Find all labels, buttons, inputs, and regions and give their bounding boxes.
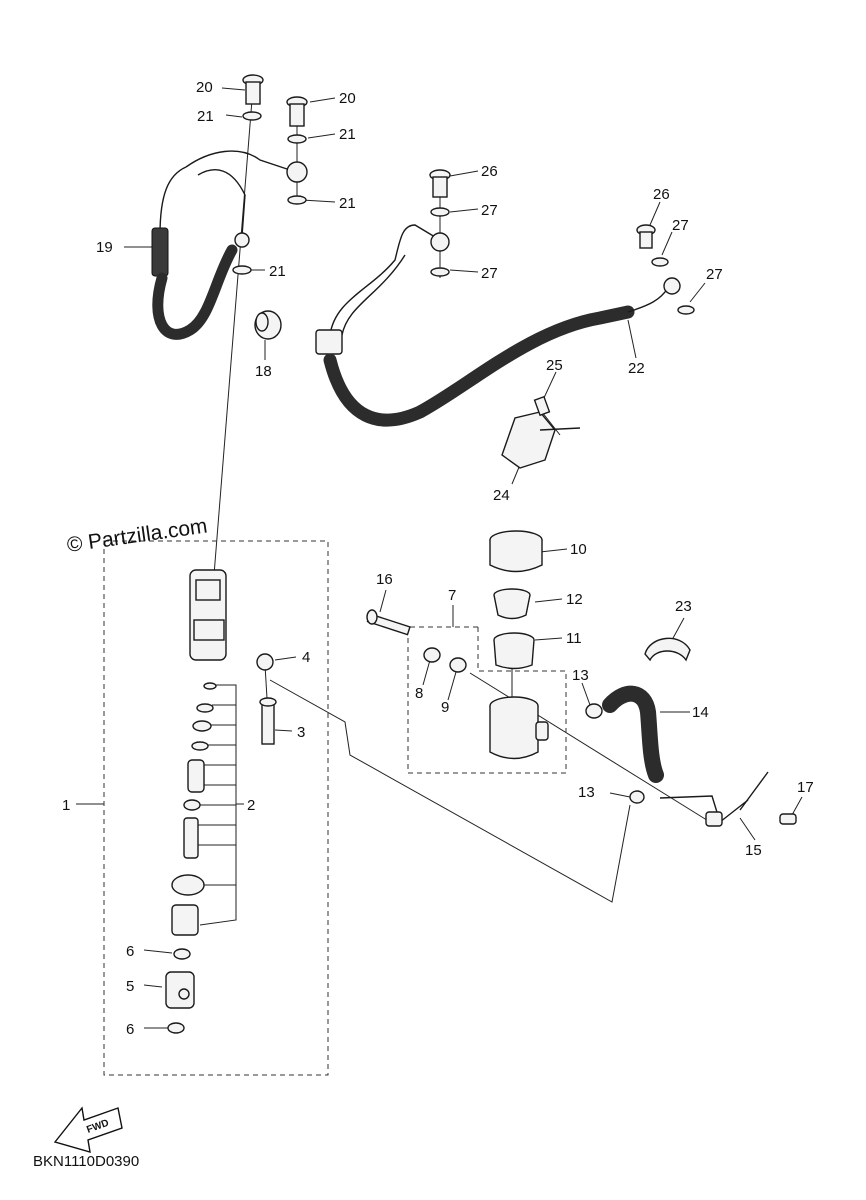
nut-6a bbox=[173, 948, 191, 960]
banjo-bolt-20a bbox=[242, 74, 264, 105]
label-22: 22 bbox=[628, 360, 645, 377]
label-3: 3 bbox=[297, 724, 305, 741]
label-11: 11 bbox=[566, 630, 582, 647]
label-19: 19 bbox=[96, 239, 113, 256]
brake-rod-15 bbox=[659, 771, 769, 827]
copper-washer-27a bbox=[430, 207, 450, 217]
label-7: 7 bbox=[448, 587, 456, 604]
hose-clip-13a bbox=[585, 703, 603, 719]
label-23: 23 bbox=[675, 598, 692, 615]
copper-washer-21d bbox=[232, 265, 252, 275]
banjo-fitting-22a bbox=[430, 232, 450, 252]
grommet-18 bbox=[254, 310, 282, 340]
label-27: 27 bbox=[481, 202, 498, 219]
label-21: 21 bbox=[197, 108, 214, 125]
label-15: 15 bbox=[745, 842, 762, 859]
nut-6b bbox=[167, 1022, 185, 1034]
label-6: 6 bbox=[126, 943, 134, 960]
hose-joint-4 bbox=[256, 653, 274, 671]
leader-lines bbox=[76, 87, 803, 1029]
label-26: 26 bbox=[481, 163, 498, 180]
hose-clamp-24 bbox=[501, 411, 581, 469]
o-ring-9 bbox=[449, 657, 467, 673]
brake-hose-19 bbox=[151, 150, 291, 340]
label-13: 13 bbox=[578, 784, 595, 801]
copper-washer-21c bbox=[287, 195, 307, 205]
assembly-box-7 bbox=[407, 626, 567, 774]
label-17: 17 bbox=[797, 779, 814, 796]
bushing-8 bbox=[423, 647, 441, 663]
copper-washer-27b bbox=[430, 267, 450, 277]
reservoir-cap-10 bbox=[489, 530, 543, 573]
label-4: 4 bbox=[302, 649, 310, 666]
clevis-5 bbox=[165, 971, 195, 1009]
copyright-text: © Partzilla.com bbox=[65, 514, 208, 556]
reservoir-tank-7 bbox=[489, 696, 549, 760]
label-9: 9 bbox=[441, 699, 449, 716]
label-18: 18 bbox=[255, 363, 272, 380]
label-20: 20 bbox=[196, 79, 213, 96]
pin-17 bbox=[779, 813, 797, 825]
banjo-fitting bbox=[286, 161, 308, 183]
label-27: 27 bbox=[706, 266, 723, 283]
label-24: 24 bbox=[493, 487, 510, 504]
label-8: 8 bbox=[415, 685, 423, 702]
label-14: 14 bbox=[692, 704, 709, 721]
label-27: 27 bbox=[481, 265, 498, 282]
label-12: 12 bbox=[566, 591, 583, 608]
label-27: 27 bbox=[672, 217, 689, 234]
label-20: 20 bbox=[339, 90, 356, 107]
bolt-16 bbox=[366, 609, 411, 636]
fwd-arrow-icon: FWD bbox=[53, 1106, 123, 1153]
diagram-code: BKN1110D0390 bbox=[33, 1153, 139, 1170]
label-6: 6 bbox=[126, 1021, 134, 1038]
assembly-box-1 bbox=[103, 540, 329, 1076]
banjo-bolt-20b bbox=[286, 96, 308, 127]
banjo-bolt-26a bbox=[429, 169, 451, 198]
hose-clip-13b bbox=[629, 790, 645, 804]
screw-3 bbox=[259, 697, 277, 745]
part-labels: 20 21 20 21 21 19 21 18 26 27 27 26 27 2… bbox=[62, 79, 814, 1038]
piston-kit-2 bbox=[171, 682, 217, 936]
label-2: 2 bbox=[247, 797, 255, 814]
label-25: 25 bbox=[546, 357, 563, 374]
clamp-bolt-25 bbox=[533, 395, 551, 417]
banjo-bolt-26b bbox=[636, 224, 656, 249]
label-16: 16 bbox=[376, 571, 393, 588]
copper-washer-27c bbox=[651, 257, 669, 267]
copper-washer-21b bbox=[287, 134, 307, 144]
label-21: 21 bbox=[269, 263, 286, 280]
reservoir-hose-14 bbox=[602, 685, 664, 783]
copper-washer-21a bbox=[242, 111, 262, 121]
label-13: 13 bbox=[572, 667, 589, 684]
clamp-23 bbox=[644, 637, 691, 662]
master-cylinder-body bbox=[189, 569, 227, 661]
label-10: 10 bbox=[570, 541, 587, 558]
label-1: 1 bbox=[62, 797, 70, 814]
label-21: 21 bbox=[339, 195, 356, 212]
label-21: 21 bbox=[339, 126, 356, 143]
label-5: 5 bbox=[126, 978, 134, 995]
label-26: 26 bbox=[653, 186, 670, 203]
copper-washer-27d bbox=[677, 305, 695, 315]
diaphragm-plate-11 bbox=[493, 632, 535, 670]
brake-hose-22 bbox=[315, 224, 681, 427]
diaphragm-12 bbox=[493, 588, 531, 620]
